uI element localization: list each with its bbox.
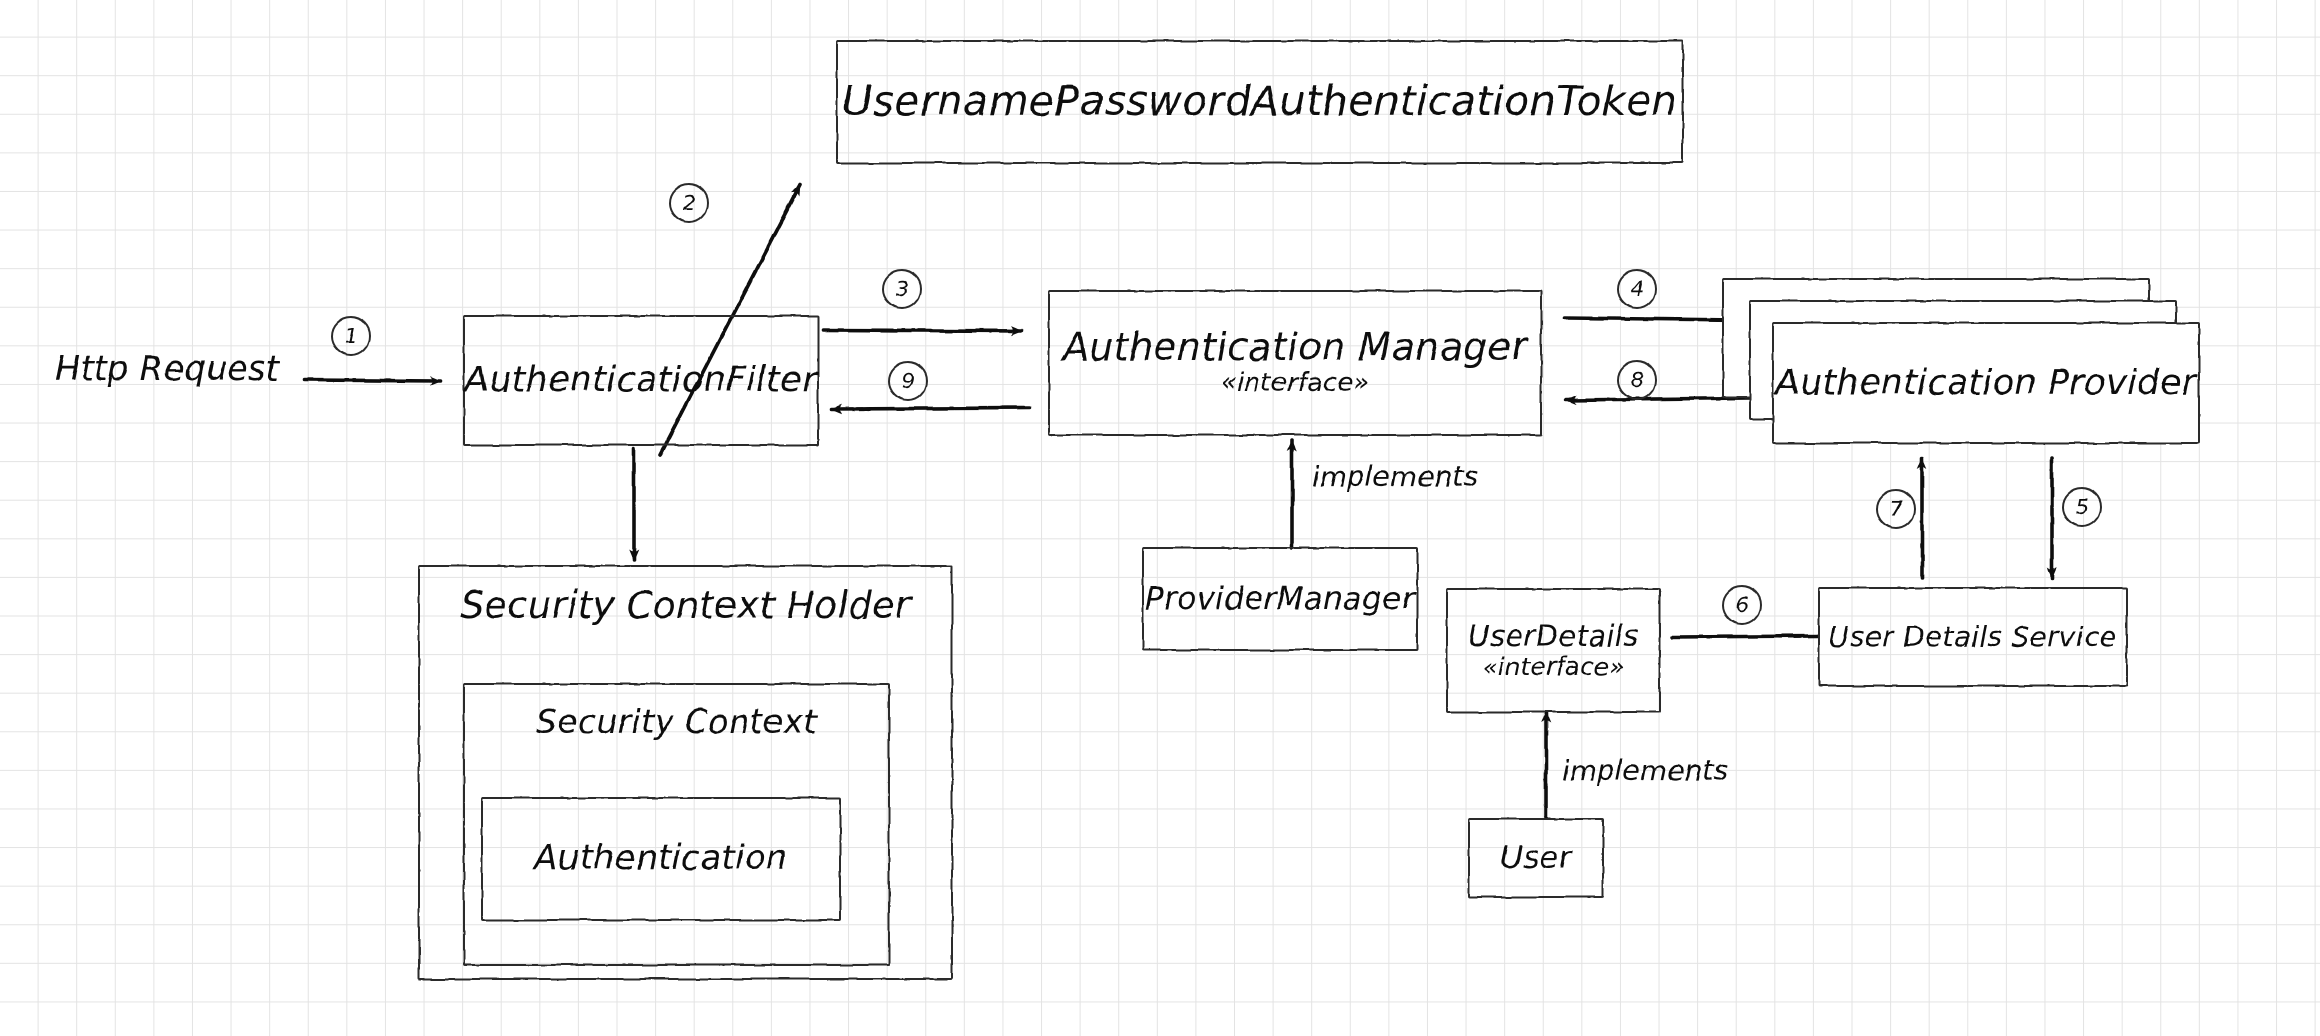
node-security-context-holder[interactable]: Security Context Holder: [418, 565, 953, 980]
edge-manager-to-provider: [1563, 315, 1744, 325]
step-badge-1-text: 1: [344, 324, 358, 348]
node-authentication[interactable]: Authentication: [481, 797, 841, 921]
label-implements-provider-manager: implements: [1312, 460, 1478, 493]
node-security-context-title: Security Context: [536, 702, 817, 741]
node-security-context[interactable]: Security Context: [463, 683, 890, 966]
edge-userdetails-to-userdetailsservice: [1670, 634, 1820, 639]
step-badge-4-text: 4: [1630, 277, 1644, 301]
node-authentication-manager[interactable]: Authentication Manager «interface»: [1048, 290, 1542, 436]
node-user-details-stereotype: «interface»: [1482, 651, 1625, 681]
node-provider-manager-title: ProviderManager: [1145, 580, 1415, 617]
step-badge-6-text: 6: [1735, 593, 1749, 617]
node-authentication-filter-title: AuthenticationFilter: [464, 360, 818, 401]
node-user-details-service-title: User Details Service: [1828, 620, 2118, 654]
step-badge-6: 6: [1722, 585, 1762, 625]
node-authentication-manager-title: Authentication Manager: [1062, 325, 1528, 370]
node-provider-manager[interactable]: ProviderManager: [1142, 547, 1418, 651]
edge-manager-to-filter: [830, 404, 1032, 414]
node-authentication-manager-stereotype: «interface»: [1220, 368, 1370, 399]
label-implements-user: implements: [1562, 754, 1728, 787]
step-badge-5-text: 5: [2075, 495, 2089, 519]
step-badge-3: 3: [882, 269, 922, 309]
http-request-label: Http Request: [55, 349, 280, 389]
node-authentication-title: Authentication: [534, 838, 788, 879]
node-user-details[interactable]: UserDetails «interface»: [1446, 588, 1661, 713]
step-badge-4: 4: [1617, 269, 1657, 309]
step-badge-7-text: 7: [1889, 497, 1903, 521]
node-token-title: UsernamePasswordAuthenticationToken: [842, 77, 1678, 126]
step-badge-2: 2: [669, 183, 709, 223]
edge-filter-to-token: [658, 183, 802, 457]
node-user-title: User: [1500, 839, 1572, 876]
node-authentication-filter[interactable]: AuthenticationFilter: [463, 315, 819, 446]
step-badge-9-text: 9: [901, 369, 915, 393]
node-user-details-title: UserDetails: [1468, 619, 1639, 654]
node-username-password-authentication-token[interactable]: UsernamePasswordAuthenticationToken: [836, 40, 1684, 164]
edge-filter-to-manager: [822, 326, 1024, 336]
edge-request-to-filter: [303, 376, 442, 386]
step-badge-2-text: 2: [682, 191, 696, 215]
step-badge-9: 9: [888, 361, 928, 401]
node-authentication-provider-title: Authentication Provider: [1775, 362, 2197, 403]
node-user-details-service[interactable]: User Details Service: [1818, 587, 2128, 687]
node-security-context-holder-title: Security Context Holder: [460, 584, 911, 627]
edge-provider-to-manager: [1564, 395, 1752, 405]
step-badge-8: 8: [1617, 360, 1657, 400]
step-badge-5: 5: [2062, 487, 2102, 527]
step-badge-1: 1: [331, 316, 371, 356]
step-badge-3-text: 3: [895, 277, 909, 301]
node-user[interactable]: User: [1468, 818, 1604, 898]
node-authentication-provider[interactable]: Authentication Provider: [1772, 322, 2200, 444]
step-badge-8-text: 8: [1630, 368, 1644, 392]
step-badge-7: 7: [1876, 489, 1916, 529]
